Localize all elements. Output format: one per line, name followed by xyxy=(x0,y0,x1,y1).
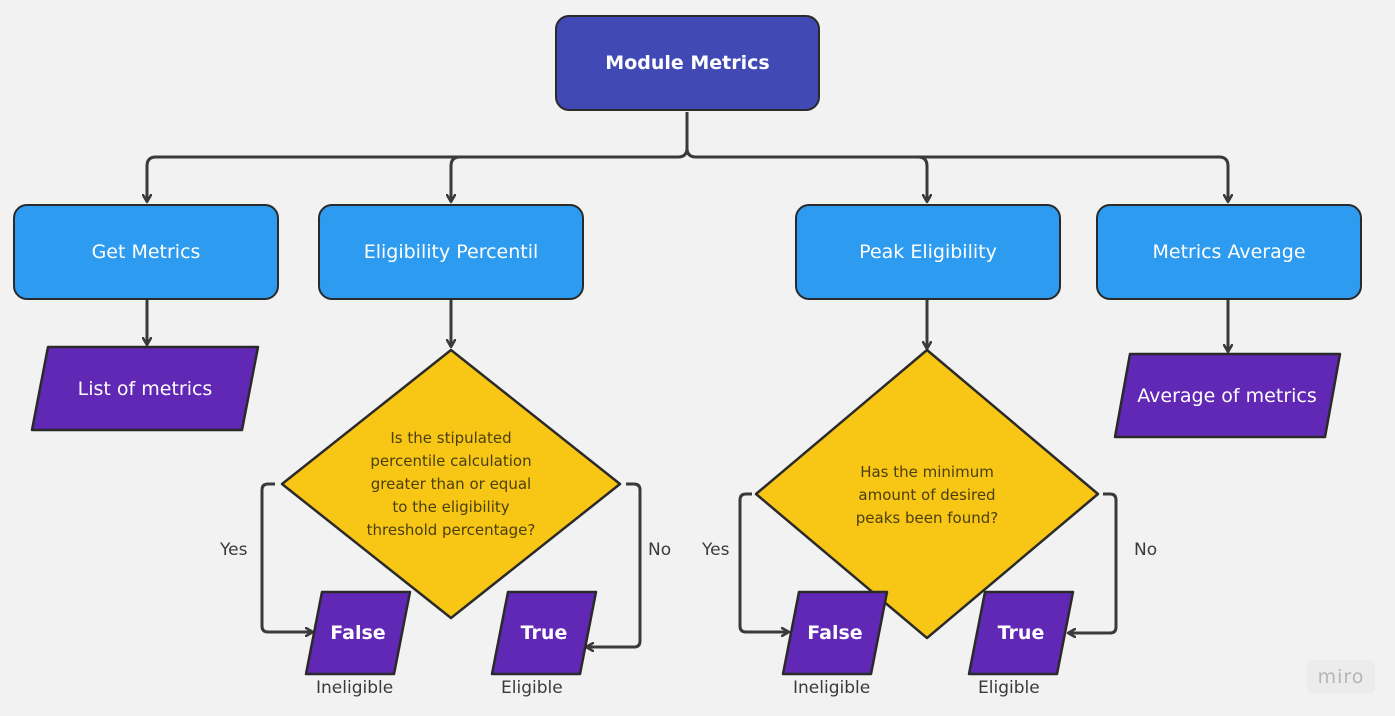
connector-peak-no xyxy=(1068,492,1118,633)
output-shape-list-of-metrics xyxy=(30,345,260,432)
output-average-of-metrics[interactable]: Average of metrics xyxy=(1122,354,1332,437)
no-label-peak: No xyxy=(1134,540,1158,560)
question-line: greater than or equal xyxy=(370,475,532,493)
output-label: List of metrics xyxy=(77,377,213,400)
true-node-percentil[interactable]: True xyxy=(500,592,588,674)
true-label: True xyxy=(997,622,1045,644)
connector-root-to-eligibility-percentil xyxy=(451,155,461,202)
connector-root-to-peak-eligibility xyxy=(917,155,927,202)
output-shape-false-percentil xyxy=(304,590,412,676)
question-line: amount of desired xyxy=(858,486,996,504)
process-get-metrics[interactable]: Get Metrics xyxy=(13,204,279,300)
eligible-caption-percentil: Eligible xyxy=(501,678,563,698)
question-line: percentile calculation xyxy=(370,452,532,470)
process-label: Metrics Average xyxy=(1152,241,1306,263)
output-shape-false-peak xyxy=(781,590,889,676)
process-label: Peak Eligibility xyxy=(859,241,997,263)
yes-label-percentil: Yes xyxy=(220,540,248,560)
connector-root-branch-right xyxy=(685,147,1228,202)
false-label: False xyxy=(330,622,386,644)
connector-peak-yes xyxy=(738,492,789,632)
decision-diamond-percentil xyxy=(280,348,622,620)
question-line: threshold percentage? xyxy=(366,521,536,539)
question-line: peaks been found? xyxy=(855,509,999,527)
no-label-percentil: No xyxy=(648,540,672,560)
process-label: Get Metrics xyxy=(91,241,201,263)
question-line: to the eligibility xyxy=(392,498,510,516)
false-label: False xyxy=(807,622,863,644)
true-label: True xyxy=(520,622,568,644)
process-eligibility-percentil[interactable]: Eligibility Percentil xyxy=(318,204,584,300)
true-node-peak[interactable]: True xyxy=(977,592,1065,674)
connector-percentil-no xyxy=(586,482,642,647)
false-node-peak[interactable]: False xyxy=(791,592,879,674)
root-node-label: Module Metrics xyxy=(605,52,770,74)
false-node-percentil[interactable]: False xyxy=(314,592,402,674)
decision-diamond-peak xyxy=(754,348,1100,640)
ineligible-caption-peak: Ineligible xyxy=(793,678,871,698)
connector-percentil-yes xyxy=(260,482,313,632)
process-label: Eligibility Percentil xyxy=(363,241,539,263)
output-list-of-metrics[interactable]: List of metrics xyxy=(40,347,250,430)
decision-percentil-question[interactable]: Is the stipulated percentile calculation… xyxy=(336,427,566,542)
question-line: Is the stipulated xyxy=(390,429,512,447)
yes-label-peak: Yes xyxy=(702,540,730,560)
output-shape-average-of-metrics xyxy=(1113,352,1342,439)
eligible-caption-peak: Eligible xyxy=(978,678,1040,698)
connector-root-to-get-metrics xyxy=(147,155,678,202)
output-shape-true-peak xyxy=(967,590,1075,676)
root-node-module-metrics[interactable]: Module Metrics xyxy=(555,15,820,111)
output-shape-true-percentil xyxy=(490,590,598,676)
miro-watermark: miro xyxy=(1307,660,1375,694)
output-label: Average of metrics xyxy=(1137,384,1317,407)
ineligible-caption-percentil: Ineligible xyxy=(316,678,394,698)
process-peak-eligibility[interactable]: Peak Eligibility xyxy=(795,204,1061,300)
decision-peak-question[interactable]: Has the minimum amount of desired peaks … xyxy=(812,461,1042,530)
process-metrics-average[interactable]: Metrics Average xyxy=(1096,204,1362,300)
question-line: Has the minimum xyxy=(860,463,994,481)
